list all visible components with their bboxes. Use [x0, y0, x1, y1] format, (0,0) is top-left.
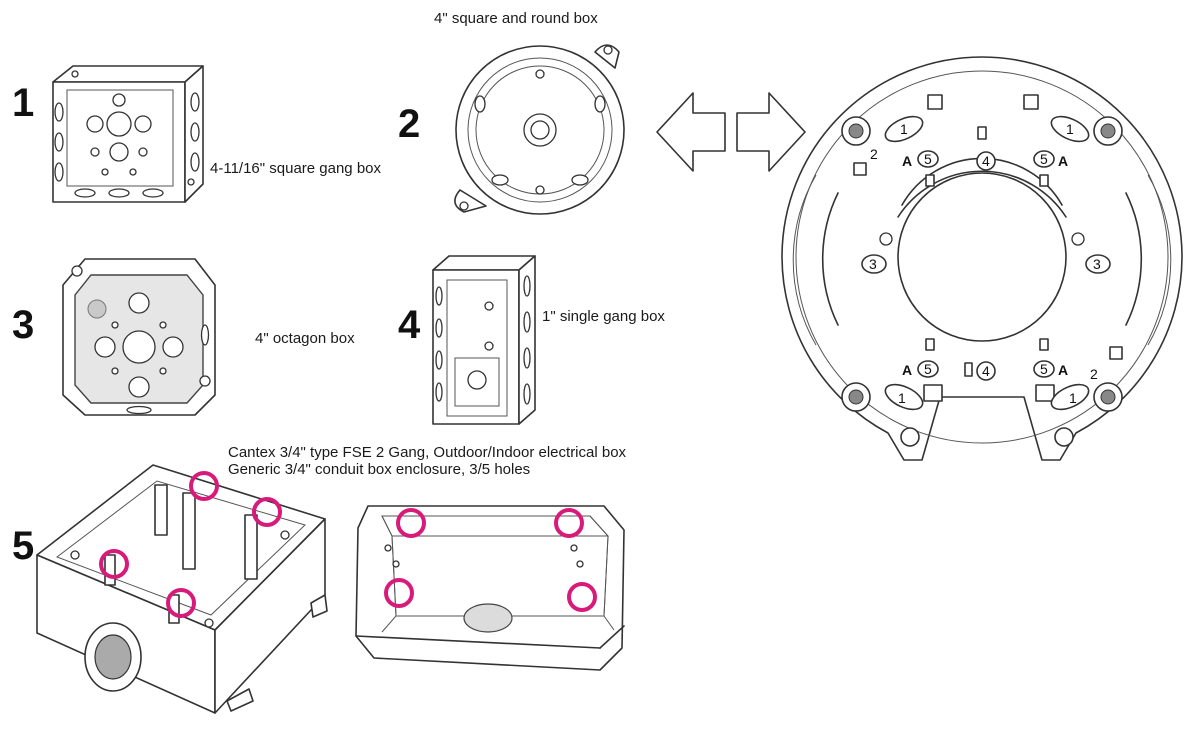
box-5-caption-line2: Generic 3/4" conduit box enclosure, 3/5 … [228, 461, 531, 478]
box-1-caption: 4-11/16" square gang box [210, 160, 382, 177]
box-5-caption-line1: Cantex 3/4" type FSE 2 Gang, Outdoor/Ind… [228, 444, 627, 461]
plate-label-2: 2 [1090, 366, 1098, 382]
octagon-box-drawing [62, 258, 216, 416]
plate-label-4: 4 [982, 153, 990, 169]
box-2-number: 2 [398, 102, 421, 146]
box-2-caption: 4" square and round box [434, 10, 598, 27]
plate-label-A: A [1058, 362, 1068, 378]
round-box-drawing [454, 44, 625, 215]
plate-label-3: 3 [1093, 256, 1101, 272]
plate-label-A: A [902, 153, 912, 169]
plate-label-A: A [902, 362, 912, 378]
box-5-number: 5 [12, 524, 35, 568]
box-1-number: 1 [12, 81, 35, 125]
plate-label-4: 4 [982, 363, 990, 379]
plate-label-3: 3 [869, 256, 877, 272]
single-gang-box-drawing [432, 255, 536, 425]
plate-label-2: 2 [870, 146, 878, 162]
generic-conduit-box-drawing [355, 505, 625, 671]
box-4-number: 4 [398, 303, 421, 347]
box-3-caption: 4" octagon box [255, 330, 355, 347]
screw-boss-icon [841, 116, 1123, 447]
plate-label-5: 5 [924, 361, 932, 377]
cantex-2-gang-box-drawing [36, 464, 328, 714]
double-arrow-icon [656, 92, 806, 172]
box-3-number: 3 [12, 303, 35, 347]
plate-label-1: 1 [1069, 390, 1077, 406]
plate-label-5: 5 [924, 151, 932, 167]
plate-label-1: 1 [898, 390, 906, 406]
plate-label-1: 1 [1066, 121, 1074, 137]
square-gang-box-drawing [52, 65, 204, 203]
plate-label-A: A [1058, 153, 1068, 169]
plate-label-5: 5 [1040, 361, 1048, 377]
plate-label-5: 5 [1040, 151, 1048, 167]
box-4-caption: 1" single gang box [542, 308, 665, 325]
plate-label-1: 1 [900, 121, 908, 137]
mount-plate-drawing: 1 1 1 1 2 2 3 3 4 4 5 5 5 5 A A A A [781, 56, 1183, 461]
